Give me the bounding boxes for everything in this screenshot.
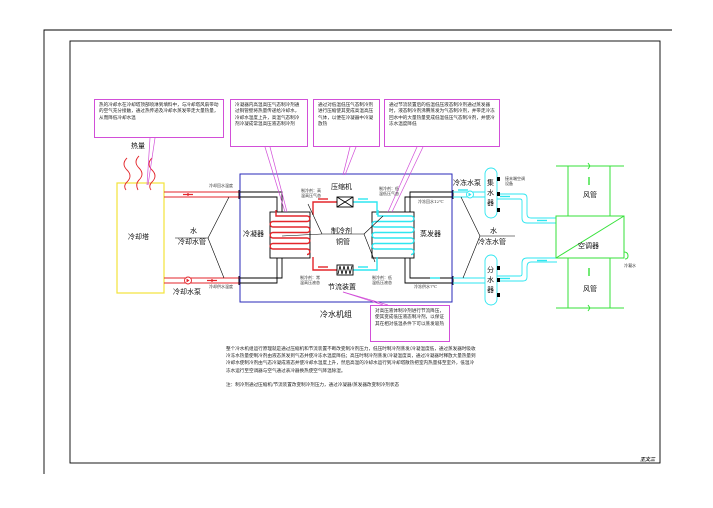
- condenser-callout: 冷凝器内高温高压气态制冷剂通过铜管壁将热量传递给冷却水，冷却水温度上升，高温气态…: [230, 99, 308, 147]
- coil-path: [371, 210, 415, 256]
- condenser-label: 冷凝器: [243, 230, 264, 238]
- compressor-callout: 通过对低温低压气态制冷剂进行压缩使其变成高温高压气体，以便在冷凝器中冷凝放热: [313, 99, 380, 147]
- chiller-unit-title: 冷水机组: [320, 310, 352, 319]
- lp-gas-note: 制冷剂：低温低压气态: [379, 186, 399, 196]
- chiller-unit-frame: [239, 173, 453, 303]
- cooling-tower-callout: 热的冷却水在冷却塔顶部喷淋到填料中，与冷却塔风扇带动的空气充分接触，通过热传递及…: [94, 99, 224, 138]
- coil-path: [269, 210, 311, 256]
- evaporator-shell: [371, 211, 415, 259]
- distributor-label: 分水器: [487, 266, 494, 294]
- expansion-valve-icon: [336, 264, 354, 276]
- cooling-supply-temp-label: 冷却供水温度: [209, 284, 233, 289]
- cooling-tower: [116, 182, 165, 294]
- hp-liquid-note: 制冷剂：常温高压液态: [300, 275, 320, 285]
- air-duct-bottom-label: 风管: [583, 285, 597, 293]
- air-duct-top-label: 风管: [583, 191, 597, 199]
- evaporator-coil: [371, 210, 415, 256]
- heat-label: 热量: [131, 142, 145, 150]
- tank-valve-icons: [497, 177, 500, 297]
- page-frame: [43, 29, 672, 474]
- expansion-valve-callout: 对高压液体制冷剂进行节流降压，使其变成低压液态制冷剂，以保证其在相对低温条件下可…: [370, 305, 450, 342]
- chilled-return-temp-label: 冷冻回水12℃: [418, 199, 444, 204]
- pipe-flanges: [238, 190, 454, 285]
- collector-label: 集水器: [487, 179, 494, 207]
- cooling-pipe-label: 冷却水管: [178, 238, 206, 246]
- compressor-icon: [336, 196, 354, 208]
- expansion-valve-label: 节流装置: [328, 283, 356, 291]
- description-paragraph: 整个冷水机组运行原理就是通过压缩机和节流装置不断改变制冷剂压力，低压时制冷剂蒸发…: [226, 347, 476, 374]
- refrigerant-leaders: [281, 203, 384, 263]
- cooling-pipe-water-label: 水: [190, 227, 197, 235]
- cooling-return-temp-label: 冷却回水温度: [209, 183, 233, 188]
- cooling-pump-label: 冷却水泵: [173, 288, 201, 296]
- chilled-flow-arrows: [430, 189, 547, 280]
- chilled-pipe-water-label: 水: [490, 227, 497, 235]
- cooling-tower-label: 冷却塔: [128, 233, 149, 241]
- air-handler-label: 空调器: [578, 242, 599, 250]
- copper-pipe-label: 铜管: [336, 238, 350, 246]
- condenser-coil: [269, 210, 311, 256]
- chilled-supply-temp-label: 冷冻供水7℃: [414, 284, 438, 289]
- evaporator-callout: 通过节流装置后的低温低压液态制冷剂通过蒸发器时，液态制冷剂沸腾蒸发为气态制冷剂，…: [384, 99, 500, 147]
- air-handler: [555, 162, 629, 312]
- refrigerant-cold-lines: [353, 198, 378, 271]
- chilled-pump-icon: [466, 190, 474, 199]
- hp-gas-note: 制冷剂：高温高压气态: [301, 188, 321, 198]
- collector-note: 接末端空调设备: [505, 176, 525, 186]
- refrigerant-hot-lines: [312, 198, 337, 271]
- cooling-pipe-leaders: [175, 196, 230, 279]
- evaporator-label: 蒸发器: [420, 230, 441, 238]
- lp-liquid-note: 制冷剂：低温低压液态: [372, 275, 392, 285]
- cooling-pump-icon: [184, 276, 192, 285]
- refrigerant-label: 制冷剂: [331, 227, 352, 235]
- chilled-pipe-leaders: [460, 196, 515, 279]
- flow-arrow-icons: [183, 193, 217, 282]
- condensate-label: 冷凝水: [624, 263, 636, 268]
- heat-waves-icon: [123, 155, 156, 191]
- chilled-pipe-label: 冷冻水管: [478, 238, 506, 246]
- compressor-label: 压缩机: [331, 183, 352, 191]
- signature: 王文三: [640, 457, 656, 463]
- description-note: 注：制冷剂通过压缩机/节流装置改变制冷剂压力，通过冷凝器/蒸发器改变制冷剂状态: [226, 383, 400, 388]
- cooling-water-pipes: [164, 191, 240, 284]
- callout-leaders: [146, 137, 424, 306]
- chilled-pump-label: 冷冻水泵: [453, 179, 481, 187]
